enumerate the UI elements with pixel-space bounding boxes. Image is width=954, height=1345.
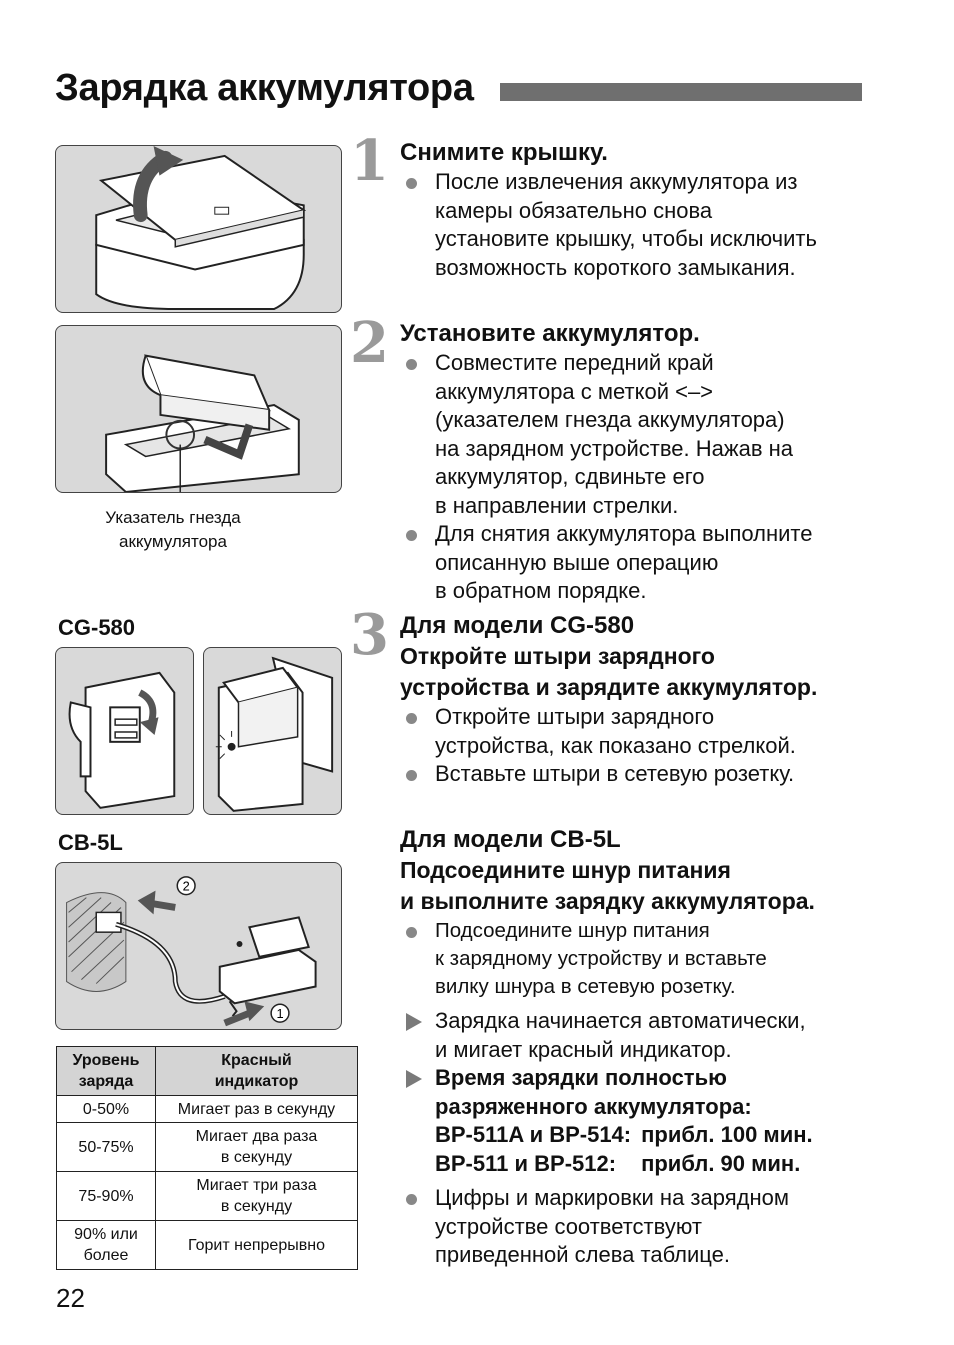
step-3-heading: Для модели CG-580 bbox=[400, 612, 635, 639]
step-2-bullet-1: Совместите передний край аккумулятора с … bbox=[400, 349, 870, 520]
bullet-icon bbox=[406, 927, 417, 938]
step-3-cg580: Для модели CG-580 Откройте штыри зарядно… bbox=[400, 610, 870, 789]
step-2-heading: Установите аккумулятор. bbox=[400, 320, 700, 347]
bullet-icon bbox=[406, 178, 417, 189]
arrow-right-icon bbox=[406, 1070, 422, 1088]
step-1-heading: Снимите крышку. bbox=[400, 139, 608, 166]
cb5l-heading: Для модели CB-5L bbox=[400, 826, 621, 853]
circle-2: 2 bbox=[183, 879, 190, 894]
bullet-icon bbox=[406, 359, 417, 370]
page-title: Зарядка аккумулятора bbox=[55, 67, 474, 109]
step-2-bullet-2: Для снятия аккумулятора выполните описан… bbox=[400, 520, 870, 606]
step-1: Снимите крышку. После извлечения аккумул… bbox=[400, 137, 870, 282]
bullet-icon bbox=[406, 530, 417, 541]
cb5l-arrow-1: Зарядка начинается автоматически, и мига… bbox=[400, 1007, 870, 1064]
step-3-cb5l: Для модели CB-5L Подсоедините шнур питан… bbox=[400, 824, 870, 1270]
arrow-right-icon bbox=[406, 1013, 422, 1031]
cb5l-subheading: Подсоедините шнур питания и выполните за… bbox=[400, 857, 815, 914]
page-number: 22 bbox=[56, 1283, 85, 1313]
cb5l-arrow-2: Время зарядки полностью разряженного акк… bbox=[400, 1064, 870, 1178]
illustration-insert-battery bbox=[55, 325, 342, 493]
bullet-icon bbox=[406, 1194, 417, 1205]
illustration-cg580-pins bbox=[55, 647, 194, 815]
step-number-2: 2 bbox=[350, 310, 389, 376]
step-2: Установите аккумулятор. Совместите перед… bbox=[400, 318, 870, 606]
step-3-bullet-1: Откройте штыри зарядного устройства, как… bbox=[400, 703, 870, 760]
illustration-remove-cover bbox=[55, 145, 342, 313]
step-number-1: 1 bbox=[350, 128, 389, 194]
step-3-subheading: Откройте штыри зарядного устройства и за… bbox=[400, 643, 818, 700]
illustration-cg580-outlet bbox=[203, 647, 342, 815]
table-row: 0-50% Мигает раз в секунду bbox=[56, 1095, 358, 1123]
cb5l-bullet-2: Цифры и маркировки на зарядном устройств… bbox=[400, 1184, 870, 1270]
bullet-icon bbox=[406, 713, 417, 724]
illustration-cb5l: 2 1 bbox=[55, 862, 342, 1030]
step-number-3: 3 bbox=[350, 602, 389, 668]
indicator-caption: Указатель гнезда аккумулятора bbox=[105, 508, 241, 551]
cg580-label: CG-580 bbox=[58, 615, 136, 640]
title-bar bbox=[500, 83, 862, 101]
bullet-icon bbox=[406, 770, 417, 781]
step-1-bullet: После извлечения аккумулятора из камеры … bbox=[400, 168, 870, 282]
cb5l-label: CB-5L bbox=[58, 830, 123, 855]
cb5l-bullet-1: Подсоедините шнур питания к зарядному ус… bbox=[400, 917, 870, 1001]
step-3-bullet-2: Вставьте штыри в сетевую розетку. bbox=[400, 760, 870, 789]
circle-1: 1 bbox=[276, 1006, 283, 1021]
